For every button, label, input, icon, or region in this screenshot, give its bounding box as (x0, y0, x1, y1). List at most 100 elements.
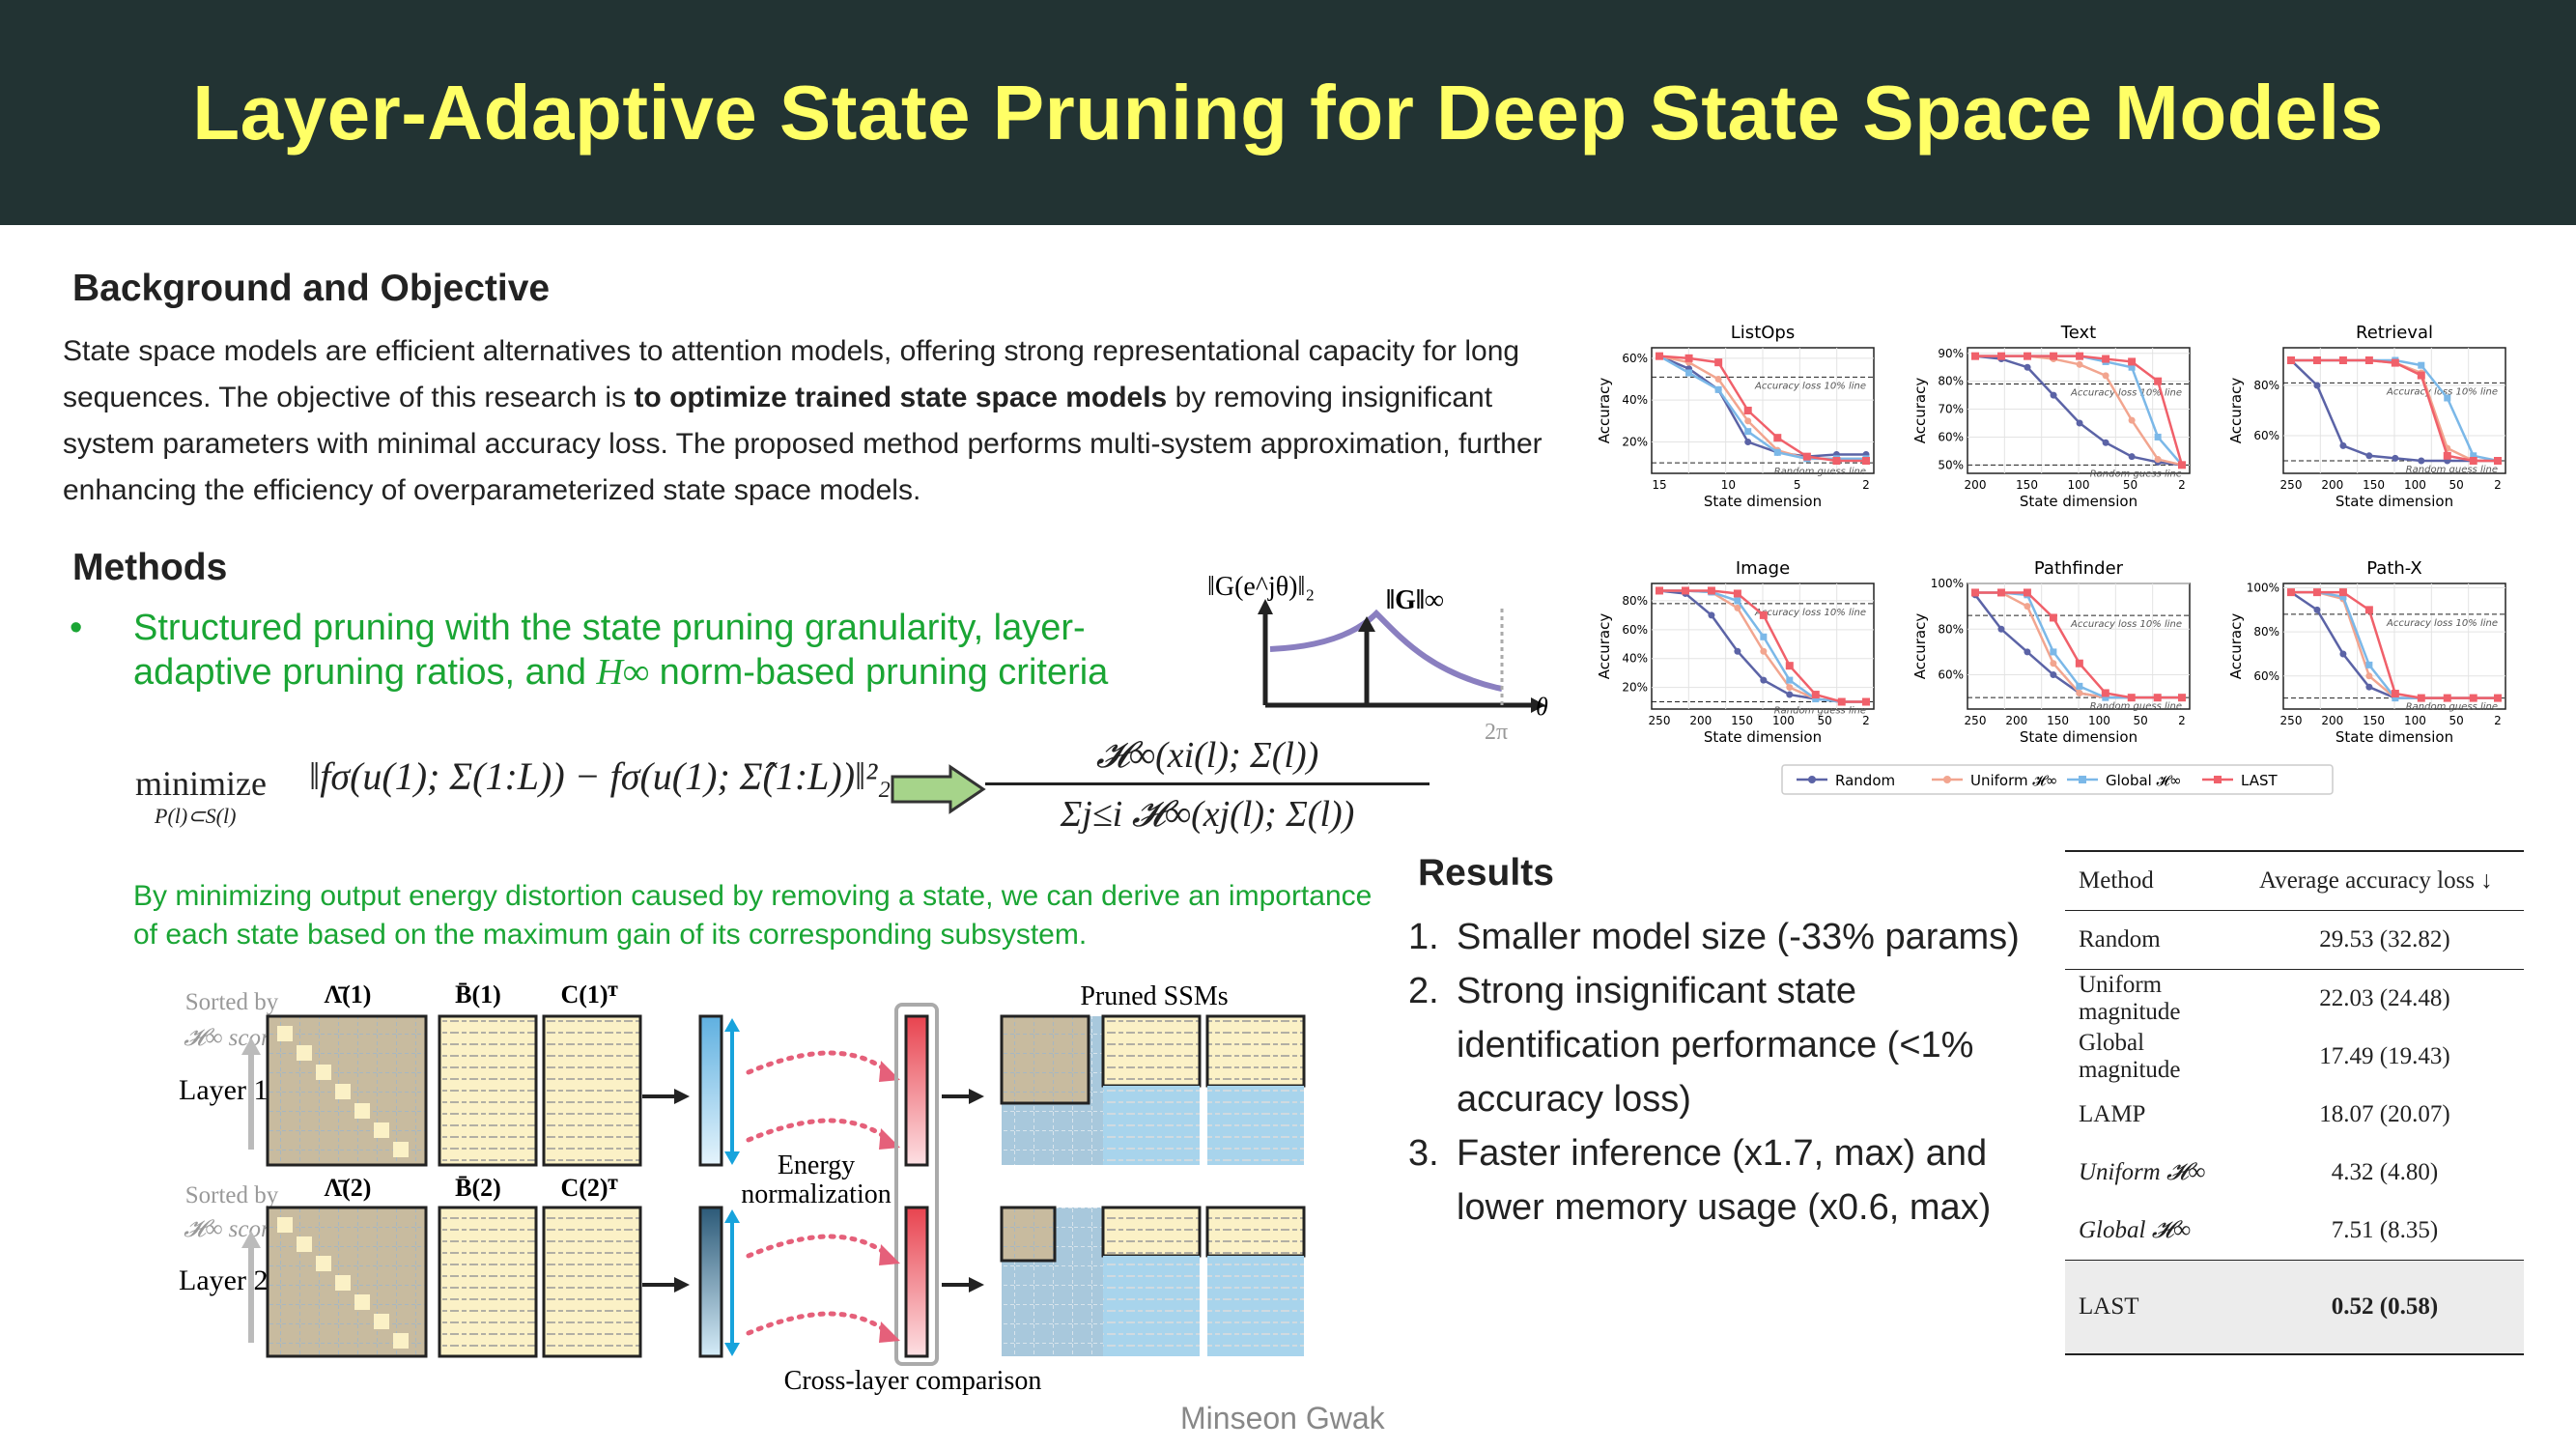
data-point (2023, 588, 2031, 597)
y-tick-label: 50% (1938, 458, 1964, 471)
formula: minimize P(l)⊂S(l) ‖fσ(u(1); Σ(1:L)) − f… (135, 734, 1430, 869)
random-guess-line-label: Random guess line (2090, 701, 2182, 712)
chart-title: ListOps (1731, 323, 1795, 343)
x-tick-label: 150 (2363, 478, 2385, 492)
data-point (2312, 588, 2321, 597)
x-tick-label: 2 (2178, 714, 2186, 727)
data-point (1734, 597, 1741, 605)
data-point (1656, 352, 1663, 360)
data-point (1760, 647, 1768, 655)
x-tick-label: 250 (2280, 714, 2303, 727)
y-tick-label: 60% (1622, 623, 1648, 637)
random-guess-line-label: Random guess line (1774, 706, 1866, 717)
data-point (1786, 691, 1794, 698)
data-point (2443, 451, 2451, 460)
x-tick-label: 2 (2494, 478, 2502, 492)
data-point (2392, 454, 2399, 462)
chart-title: Pathfinder (2034, 558, 2124, 579)
table-header: Method Average accuracy loss ↓ (2065, 851, 2524, 911)
results-heading: Results (1418, 852, 1554, 894)
formula-subscript: P(l)⊂S(l) (155, 804, 237, 828)
data-point (2102, 372, 2109, 380)
table-header-loss: Average accuracy loss ↓ (2259, 867, 2493, 894)
data-point (1681, 586, 1689, 595)
x-axis-label: State dimension (2020, 493, 2137, 510)
background-heading: Background and Objective (72, 268, 551, 309)
table-row: Uniform 𝓗∞4.32 (4.80) (2079, 1159, 2439, 1185)
data-point (2391, 690, 2399, 698)
results-list: 1.Smaller model size (-33% params) 2.Str… (1408, 910, 2065, 1235)
data-point (1734, 647, 1741, 655)
data-point (1773, 434, 1782, 442)
y-tick-label: 90% (1938, 347, 1964, 360)
data-point (2024, 363, 2031, 371)
pruned1-c (1205, 1014, 1306, 1088)
pruned1-b (1101, 1014, 1202, 1088)
y-tick-label: 80% (1938, 622, 1964, 636)
y-axis-label: Accuracy (1596, 613, 1613, 680)
x-tick-label: 5 (1794, 478, 1801, 492)
y-tick-label: 80% (1622, 594, 1648, 608)
data-point (2050, 671, 2057, 679)
data-point (2444, 394, 2451, 402)
data-point (2418, 457, 2425, 465)
x-tick-label: 200 (2321, 478, 2343, 492)
data-point (2102, 694, 2109, 701)
layer2-hinf-vector (698, 1206, 723, 1358)
methods-heading: Methods (72, 547, 228, 588)
x-tick-label: 50 (2123, 478, 2137, 492)
fraction-numerator: 𝓗∞(xi(l); Σ(l)) (985, 734, 1430, 785)
layer1-hinf-vector (698, 1014, 723, 1167)
bullet-hinf: H∞ (596, 652, 650, 693)
result-item-1: 1.Smaller model size (-33% params) (1408, 917, 2020, 957)
result-item-2-line2: identification performance (<1% (1457, 1025, 1974, 1065)
x-tick-label: 100 (2088, 714, 2110, 727)
b1-label: B̄(1) (455, 980, 501, 1009)
data-point (2101, 689, 2109, 697)
bullet-dot: • (70, 608, 83, 648)
lambda2-matrix (266, 1206, 428, 1358)
series-line (1658, 355, 1866, 461)
accuracy-loss-line-label: Accuracy loss 10% line (2386, 618, 2498, 629)
data-point (2024, 352, 2032, 360)
chart-title: Text (2060, 323, 2096, 343)
pruned-ssms-label: Pruned SSMs (1080, 981, 1228, 1011)
data-point (1714, 376, 1722, 383)
data-point (1812, 696, 1820, 703)
data-point (2076, 352, 2084, 360)
data-point (2365, 683, 2373, 691)
y-tick-label: 100% (1931, 577, 1964, 590)
result-item-2-line3: accuracy loss) (1457, 1079, 1691, 1120)
pruned2-b (1101, 1206, 1202, 1258)
legend-entry: Global 𝓗∞ (2106, 772, 2182, 789)
data-point (2075, 659, 2083, 668)
accuracy-loss-line-label: Accuracy loss 10% line (2070, 619, 2182, 630)
data-point (2102, 355, 2110, 363)
x-tick-label: 200 (1965, 478, 1987, 492)
y-axis-label: Accuracy (1911, 378, 1929, 444)
data-point (2469, 694, 2477, 702)
formula-minimize: minimize (135, 764, 267, 803)
x-tick-label: 100 (2404, 478, 2426, 492)
data-point (2494, 457, 2502, 465)
y-tick-label: 20% (1622, 436, 1648, 449)
data-point (2154, 377, 2163, 385)
data-point (2418, 361, 2425, 369)
data-point (2365, 672, 2373, 680)
y-tick-label: 40% (1622, 393, 1648, 407)
data-point (2470, 452, 2477, 460)
data-point (2076, 689, 2083, 696)
data-point (2049, 613, 2057, 622)
data-point (2365, 452, 2373, 460)
data-point (2050, 391, 2057, 399)
data-point (2364, 356, 2373, 364)
x-tick-label: 10 (1721, 478, 1736, 492)
data-point (1744, 428, 1752, 436)
x-tick-label: 50 (1818, 714, 1832, 727)
